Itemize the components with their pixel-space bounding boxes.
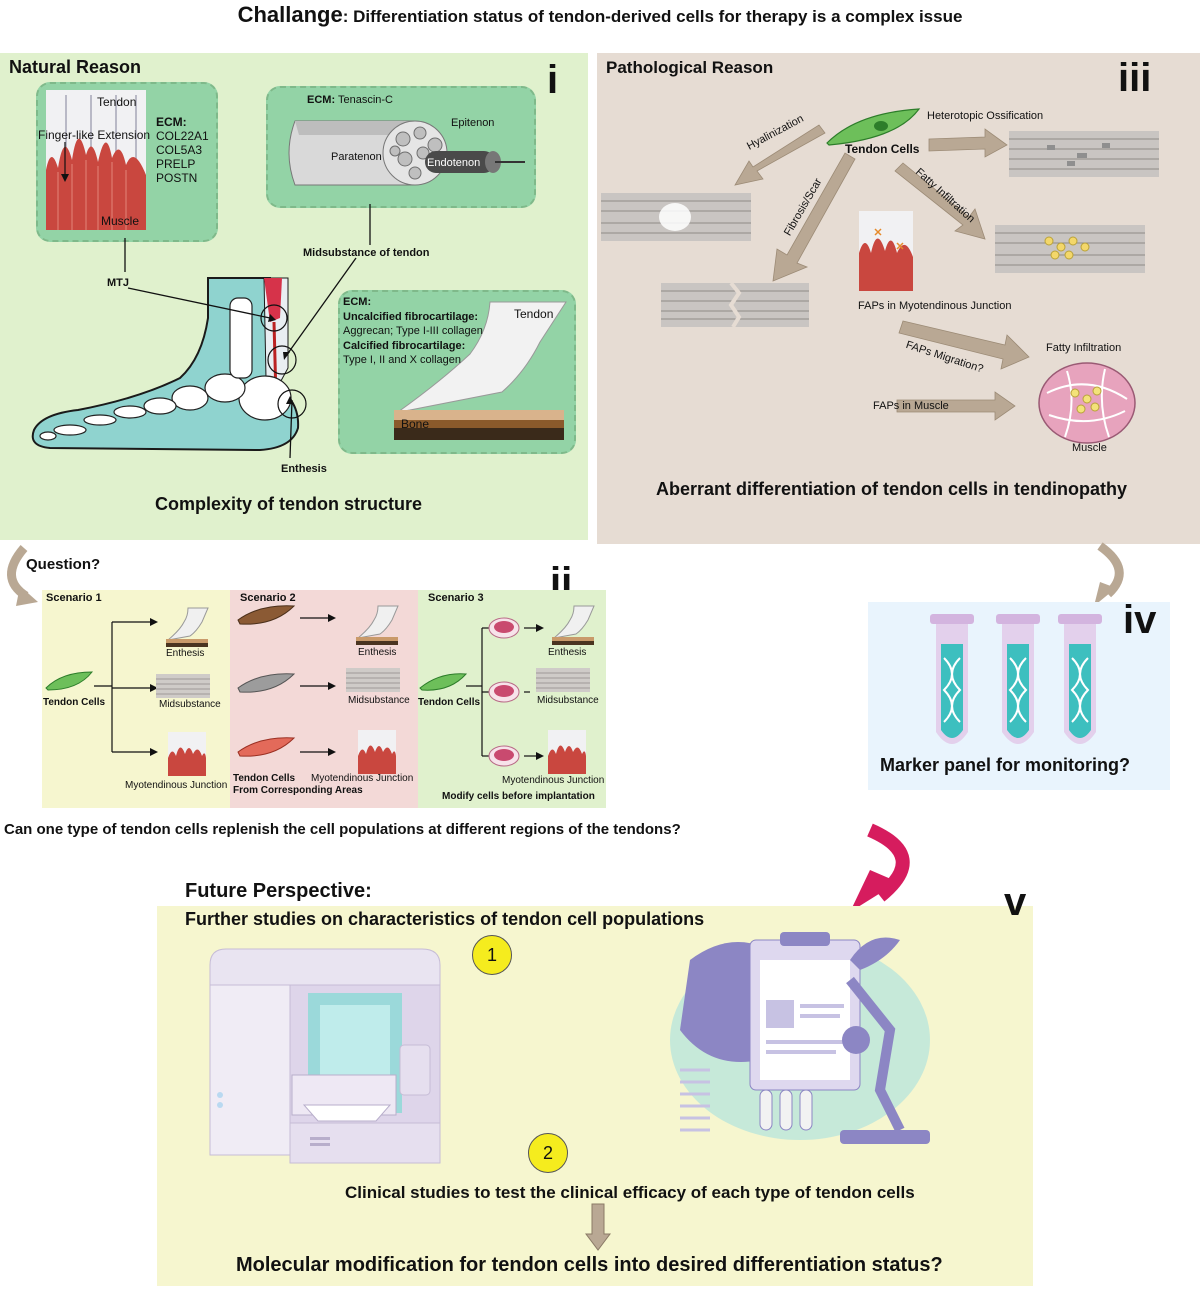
inset3-bone: Bone [401, 417, 430, 431]
panel-i-caption: Complexity of tendon structure [155, 494, 423, 514]
research-illustration [670, 932, 930, 1144]
s3-mid: Midsubstance [537, 695, 599, 706]
inset2-ecm: ECM: Tenascin-C [307, 94, 393, 106]
inset1-ecm-2: PRELP [156, 157, 196, 171]
clinical-label: Clinical studies to test the clinical ef… [345, 1183, 915, 1202]
s1-title: Scenario 1 [46, 592, 102, 604]
s2-cells1: Tendon Cells [233, 773, 296, 784]
badge-2: 2 [528, 1133, 568, 1173]
inset3-ecm-head: ECM: [343, 296, 372, 308]
scenarios-illustration [45, 605, 595, 776]
s3-mtj: Myotendinous Junction [502, 775, 605, 786]
mtj-illustration [46, 90, 146, 230]
bottom-question: Can one type of tendon cells replenish t… [4, 821, 681, 838]
inset3-uncalc-v: Aggrecan; Type I-III collagen [343, 325, 483, 337]
muscle-illustration [1038, 362, 1136, 444]
tendon-cells-label: Tendon Cells [845, 142, 920, 156]
panel-v-roman: v [1004, 880, 1027, 924]
pathology-illustration [601, 108, 1159, 444]
s3-title: Scenario 3 [428, 592, 484, 604]
foot-illustration [31, 277, 307, 452]
s3-cells: Tendon Cells [418, 697, 481, 708]
page-title: Challange: Differentiation status of ten… [0, 2, 1200, 28]
inset1-tendon: Tendon [97, 95, 137, 109]
panel-iv-caption: Marker panel for monitoring? [880, 755, 1131, 775]
muscle-label: Muscle [1072, 442, 1107, 454]
s1-cells: Tendon Cells [43, 697, 106, 708]
panel-iii-title: Pathological Reason [606, 58, 774, 77]
inset1-ecm-head: ECM: [156, 115, 187, 129]
faps-muscle-label: FAPs in Muscle [873, 400, 949, 412]
panel-i-title: Natural Reason [9, 57, 142, 77]
s2-enthesis: Enthesis [358, 647, 397, 658]
future-title: Future Perspective: [185, 880, 372, 902]
s2-mtj: Myotendinous Junction [311, 773, 414, 784]
s1-mtj: Myotendinous Junction [125, 780, 228, 791]
panel-i-connectors [124, 204, 371, 459]
mtj-label: MTJ [107, 277, 129, 289]
inset1-ecm-3: POSTN [156, 171, 198, 185]
test-tube [930, 614, 974, 744]
s3-enthesis: Enthesis [548, 647, 587, 658]
sequencer-illustration [209, 948, 441, 1164]
inset3-uncalc: Uncalcified fibrocartilage: [343, 311, 479, 323]
enthesis-illustration [394, 301, 567, 440]
down-arrow [585, 1203, 611, 1251]
enthesis-label: Enthesis [281, 463, 327, 475]
inset2-paratenon: Paratenon [331, 151, 382, 163]
inset3-calc-v: Type I, II and X collagen [343, 354, 462, 366]
s1-mid: Midsubstance [159, 699, 221, 710]
inset1-finger: Finger-like Extension [38, 128, 151, 142]
title-bold: Challange [237, 2, 343, 27]
s3-modify: Modify cells before implantation [442, 791, 595, 802]
inset2-epitenon: Epitenon [451, 117, 495, 129]
midsubstance-label: Midsubstance of tendon [303, 247, 430, 259]
hetero-label: Heterotopic Ossification [927, 110, 1044, 122]
s2-cells2: From Corresponding Areas [233, 785, 363, 796]
curved-arrows [7, 542, 1124, 912]
inset1-muscle: Muscle [101, 214, 140, 228]
faps-mtj-label: FAPs in Myotendinous Junction [858, 300, 1012, 312]
panel-i-roman: i [547, 58, 559, 102]
title-rest: : Differentiation status of tendon-deriv… [342, 7, 963, 26]
inset3-calc: Calcified fibrocartilage: [343, 340, 466, 352]
inset1-ecm-1: COL5A3 [156, 143, 203, 157]
tendon-cross-section [288, 120, 525, 186]
inset3-tendon: Tendon [514, 307, 554, 321]
panel-iv-roman: iv [1123, 598, 1157, 642]
molecular-label: Molecular modification for tendon cells … [236, 1254, 943, 1276]
s2-title: Scenario 2 [240, 592, 296, 604]
future-sub: Further studies on characteristics of te… [185, 909, 705, 929]
panel-iii-roman: iii [1118, 56, 1152, 100]
question-label: Question? [26, 556, 101, 573]
s1-enthesis: Enthesis [166, 648, 205, 659]
fatty2-label: Fatty Infiltration [1046, 342, 1122, 354]
inset1-ecm-0: COL22A1 [156, 129, 209, 143]
s2-mid: Midsubstance [348, 695, 410, 706]
inset2-endotenon: Endotenon [427, 157, 481, 169]
finger-arrow [61, 142, 69, 182]
panel-iii-caption: Aberrant differentiation of tendon cells… [656, 479, 1128, 499]
badge-1: 1 [472, 935, 512, 975]
test-tubes [930, 614, 1102, 744]
fiber-bundles [601, 131, 1159, 329]
